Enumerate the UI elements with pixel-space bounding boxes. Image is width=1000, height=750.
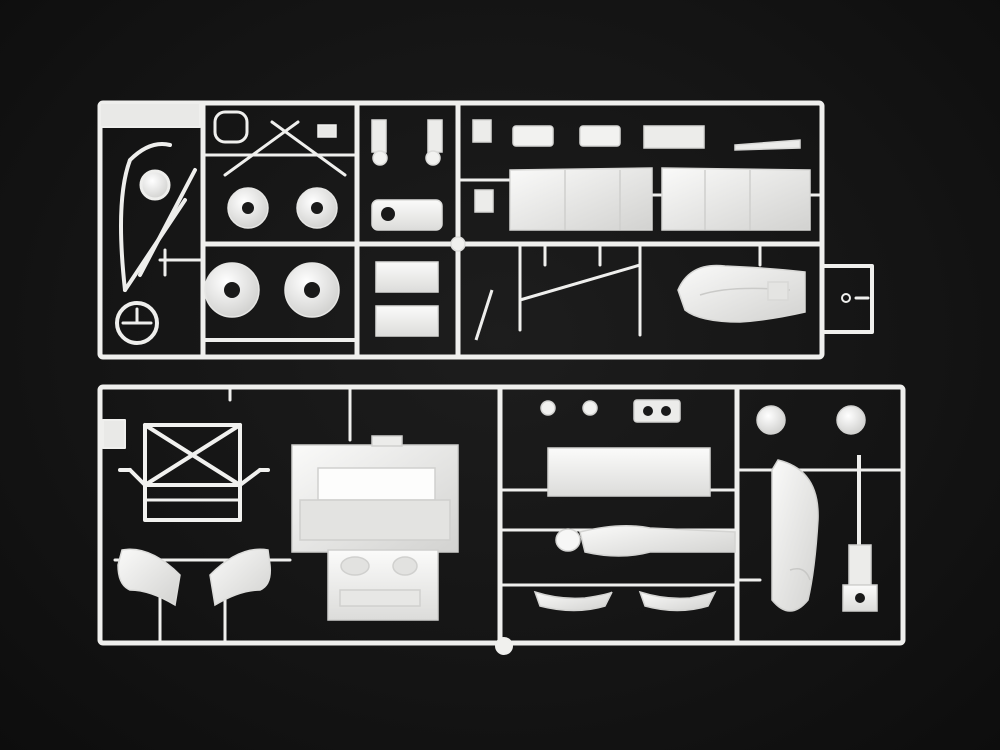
upper-right-bay-parts — [472, 119, 811, 323]
seat-pad-part-2 — [375, 305, 439, 337]
hub-part-1 — [227, 187, 269, 229]
driver-figure-part — [555, 525, 736, 557]
body-cowl-part — [771, 459, 819, 612]
hub-part-4 — [284, 262, 340, 318]
upper-middle-bay-parts — [371, 119, 494, 341]
lower-middle-bay-parts — [533, 399, 736, 612]
upper-cross-rods — [213, 110, 347, 177]
undertray-plate-part — [547, 447, 711, 497]
upper-wheel-parts — [204, 187, 340, 318]
seat-pad-part-1 — [375, 261, 439, 293]
roll-cage-part — [118, 423, 270, 522]
floor-panel-part-2 — [661, 167, 811, 231]
shock-absorber-part — [842, 455, 878, 612]
hub-part-3 — [204, 262, 260, 318]
hub-part-2 — [296, 187, 338, 229]
upper-sprue — [97, 100, 874, 360]
chassis-tub-part — [291, 435, 459, 621]
upper-left-bay-parts — [115, 142, 205, 345]
lower-left-fender-parts — [117, 548, 272, 607]
floor-panel-part-1 — [509, 167, 653, 231]
steering-wheel-part — [115, 301, 159, 345]
lower-right-bay-parts — [756, 405, 878, 612]
seat-shell-part — [677, 264, 806, 323]
